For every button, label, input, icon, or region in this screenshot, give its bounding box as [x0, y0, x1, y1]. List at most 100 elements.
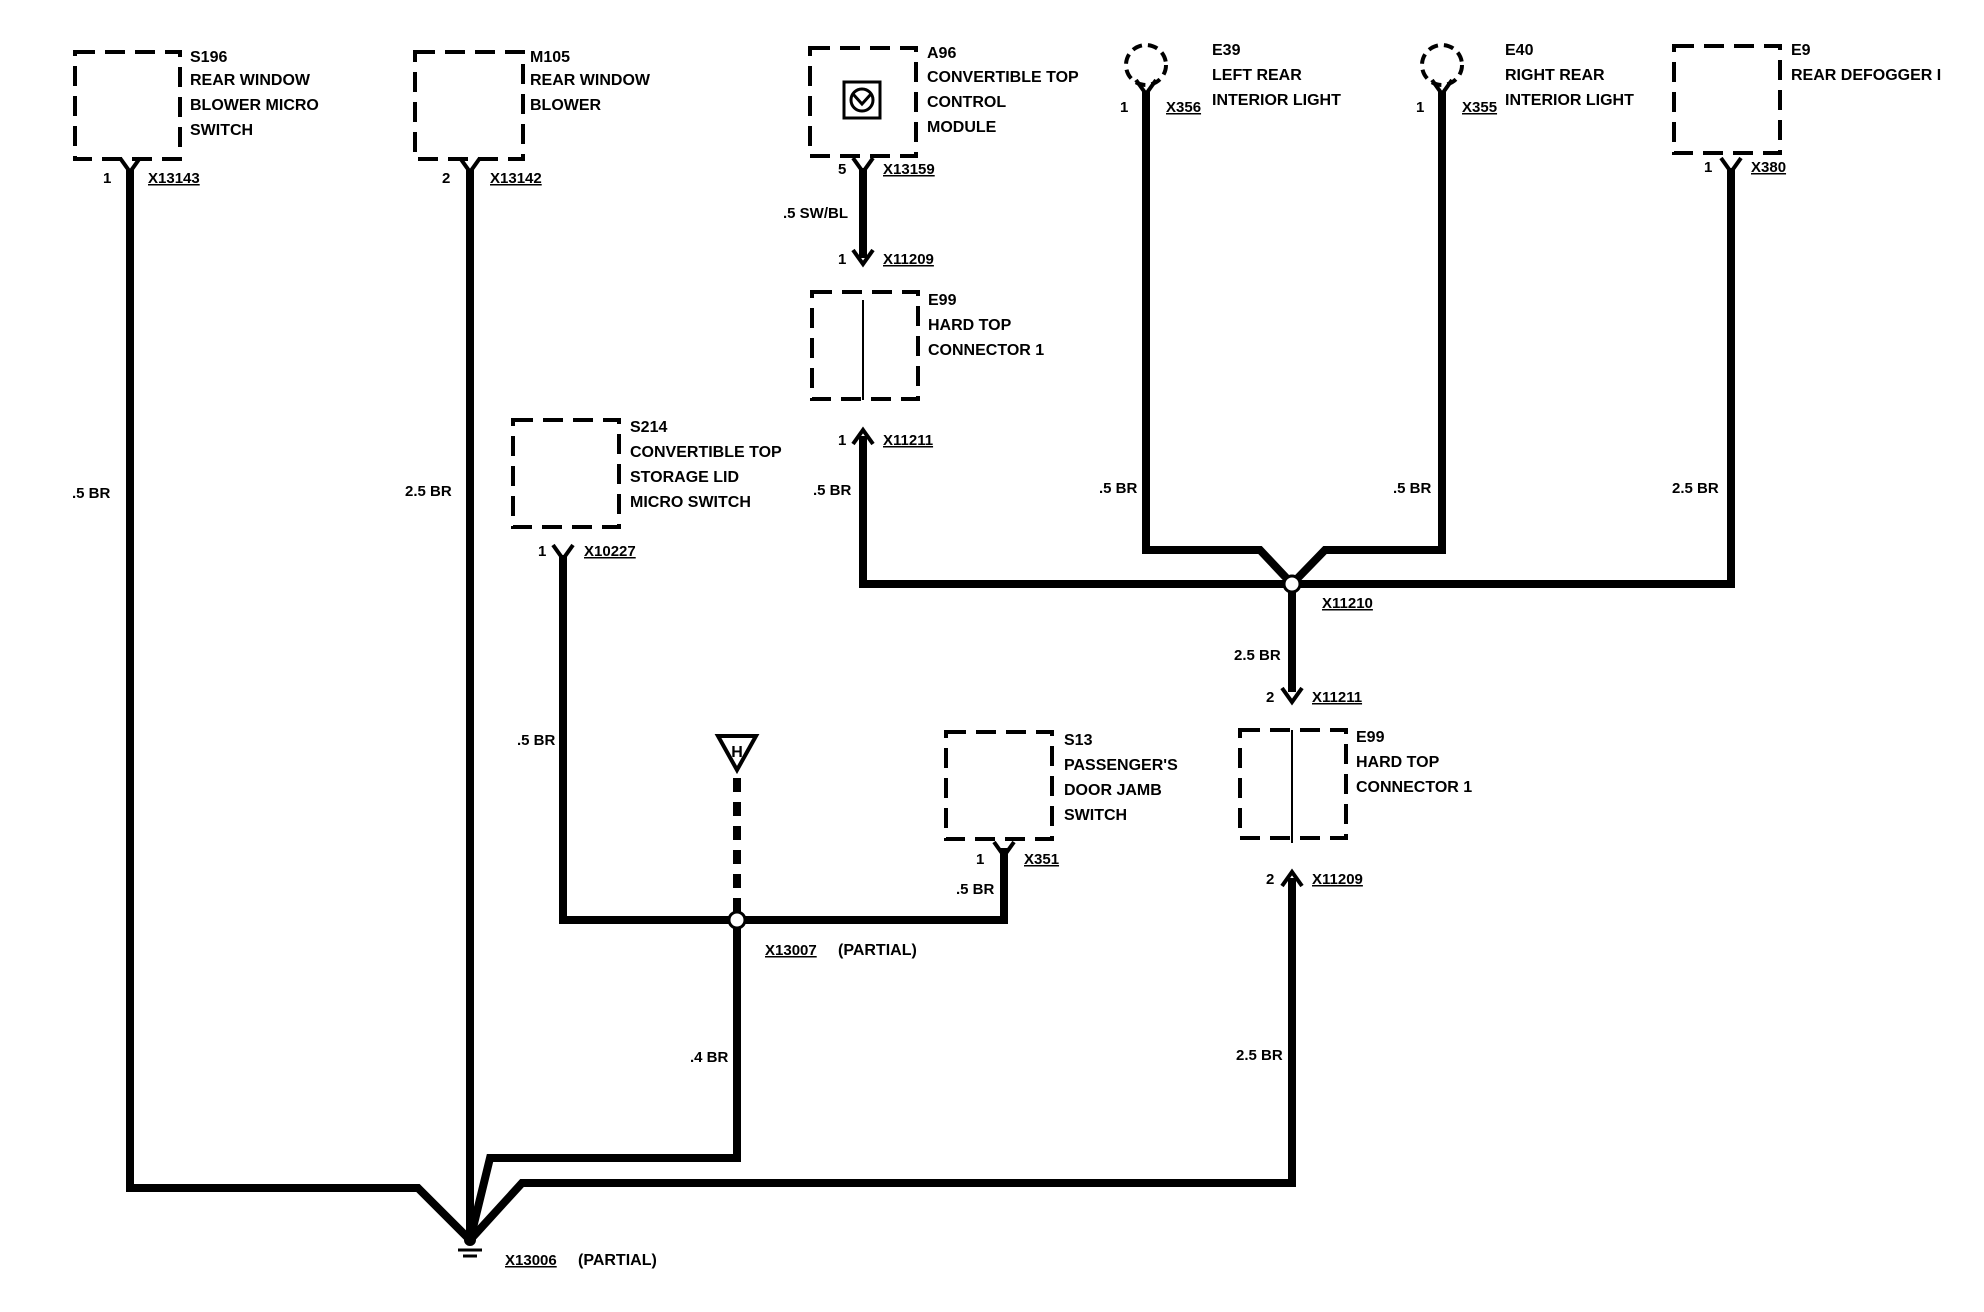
chevron-down-icon [851, 248, 875, 268]
svg-text:X356: X356 [1166, 99, 1201, 116]
svg-text:CONTROL: CONTROL [927, 94, 1006, 111]
label-e39: E39 LEFT REAR INTERIOR LIGHT [1212, 42, 1341, 109]
svg-text:HARD TOP: HARD TOP [928, 317, 1012, 334]
svg-text:.5 BR: .5 BR [72, 485, 111, 502]
svg-text:X13143: X13143 [148, 170, 200, 187]
chevron-down-icon [851, 156, 875, 176]
svg-text:CONNECTOR 1: CONNECTOR 1 [928, 342, 1044, 359]
component-box-a96 [808, 46, 918, 158]
chevron-down-icon [1280, 686, 1304, 706]
wire-labels: .5 BR 2.5 BR .5 SW/BL .5 BR .5 BR .5 BR … [72, 205, 1719, 1066]
svg-text:1: 1 [103, 170, 111, 187]
connector-ids: X13143 X13142 X13159 X11209 X11211 X356 … [148, 99, 1786, 1269]
label-e40: E40 RIGHT REAR INTERIOR LIGHT [1505, 42, 1634, 109]
svg-text:.5 BR: .5 BR [1099, 480, 1138, 497]
svg-text:X13006: X13006 [505, 1252, 557, 1269]
component-box-s196 [73, 50, 182, 161]
svg-text:M105: M105 [530, 49, 570, 66]
svg-text:X11210: X11210 [1322, 595, 1373, 612]
svg-text:A96: A96 [927, 45, 956, 62]
svg-text:MICRO SWITCH: MICRO SWITCH [630, 494, 751, 511]
bulb-icon-e39 [1124, 43, 1168, 87]
component-box-e99-lower [1238, 728, 1348, 840]
component-box-s13 [944, 730, 1054, 841]
svg-text:E99: E99 [1356, 729, 1385, 746]
label-s196: S196 REAR WINDOW BLOWER MICRO SWITCH [190, 49, 319, 139]
svg-text:INTERIOR LIGHT: INTERIOR LIGHT [1505, 92, 1634, 109]
svg-text:X355: X355 [1462, 99, 1497, 116]
component-box-s214 [511, 418, 621, 529]
svg-text:.5 BR: .5 BR [1393, 480, 1432, 497]
svg-text:X13142: X13142 [490, 170, 542, 187]
svg-text:1: 1 [838, 432, 846, 449]
svg-text:1: 1 [1416, 99, 1424, 116]
svg-text:2: 2 [1266, 871, 1274, 888]
svg-text:(PARTIAL): (PARTIAL) [838, 942, 917, 959]
svg-text:SWITCH: SWITCH [1064, 807, 1127, 824]
svg-text:1: 1 [838, 251, 846, 268]
svg-text:2: 2 [1266, 689, 1274, 706]
wire-e40-splice [1289, 92, 1446, 587]
label-m105: M105 REAR WINDOW BLOWER [530, 49, 651, 114]
wire-s214-x13007 [559, 555, 1008, 924]
svg-text:SWITCH: SWITCH [190, 122, 253, 139]
svg-text:X11211: X11211 [1312, 689, 1362, 706]
component-box-m105 [413, 50, 525, 161]
svg-text:E99: E99 [928, 292, 957, 309]
svg-text:S214: S214 [630, 419, 667, 436]
component-labels: S196 REAR WINDOW BLOWER MICRO SWITCH M10… [190, 42, 1941, 824]
connector-chevrons [118, 78, 1743, 888]
module-symbol-icon [842, 80, 882, 120]
label-e99-lower: E99 HARD TOP CONNECTOR 1 [1356, 729, 1472, 796]
svg-text:2.5 BR: 2.5 BR [1234, 647, 1281, 664]
antenna-icon: H [714, 734, 760, 775]
svg-text:2: 2 [442, 170, 450, 187]
svg-text:.5 SW/BL: .5 SW/BL [783, 205, 848, 222]
svg-text:PASSENGER'S: PASSENGER'S [1064, 757, 1178, 774]
label-a96: A96 CONVERTIBLE TOP CONTROL MODULE [927, 45, 1079, 136]
label-s214: S214 CONVERTIBLE TOP STORAGE LID MICRO S… [630, 419, 782, 511]
svg-text:CONVERTIBLE TOP: CONVERTIBLE TOP [630, 444, 782, 461]
svg-text:BLOWER: BLOWER [530, 97, 602, 114]
svg-text:S196: S196 [190, 49, 227, 66]
chevron-up-icon [1280, 868, 1304, 888]
svg-text:1: 1 [1704, 159, 1712, 176]
chevron-down-icon [992, 840, 1016, 860]
svg-text:5: 5 [838, 161, 846, 178]
svg-text:X10227: X10227 [584, 543, 636, 560]
wire-s196-ground [126, 170, 473, 1243]
wire-e9-splice [1292, 168, 1735, 588]
svg-text:X11209: X11209 [883, 251, 934, 268]
svg-text:1: 1 [1120, 99, 1128, 116]
svg-text:E39: E39 [1212, 42, 1241, 59]
svg-text:X351: X351 [1024, 851, 1059, 868]
svg-text:(PARTIAL): (PARTIAL) [578, 1252, 657, 1269]
svg-text:X13007: X13007 [765, 942, 817, 959]
chevron-down-icon [458, 156, 482, 176]
svg-text:X11211: X11211 [883, 432, 933, 449]
svg-text:REAR DEFOGGER I: REAR DEFOGGER I [1791, 67, 1941, 84]
svg-text:.4 BR: .4 BR [690, 1049, 729, 1066]
svg-text:H: H [731, 744, 743, 761]
bulb-icon-e40 [1420, 43, 1464, 87]
svg-text:.5 BR: .5 BR [956, 881, 995, 898]
svg-text:INTERIOR LIGHT: INTERIOR LIGHT [1212, 92, 1341, 109]
svg-text:DOOR JAMB: DOOR JAMB [1064, 782, 1162, 799]
svg-text:2.5 BR: 2.5 BR [405, 483, 452, 500]
svg-text:X13159: X13159 [883, 161, 935, 178]
label-e99-upper: E99 HARD TOP CONNECTOR 1 [928, 292, 1044, 359]
svg-text:MODULE: MODULE [927, 119, 997, 136]
chevron-up-icon [851, 426, 875, 446]
svg-text:RIGHT REAR: RIGHT REAR [1505, 67, 1605, 84]
svg-text:E40: E40 [1505, 42, 1534, 59]
svg-text:HARD TOP: HARD TOP [1356, 754, 1440, 771]
svg-text:REAR WINDOW: REAR WINDOW [190, 72, 311, 89]
svg-text:1: 1 [976, 851, 984, 868]
chevron-down-icon [551, 543, 575, 563]
svg-text:2.5 BR: 2.5 BR [1236, 1047, 1283, 1064]
svg-text:CONVERTIBLE TOP: CONVERTIBLE TOP [927, 69, 1079, 86]
component-boxes: H [73, 43, 1782, 1258]
component-box-e9 [1672, 44, 1782, 155]
splice-x13007-dot [727, 910, 747, 930]
pin-numbers: 1 2 5 1 1 1 1 1 1 2 2 1 [103, 99, 1712, 888]
